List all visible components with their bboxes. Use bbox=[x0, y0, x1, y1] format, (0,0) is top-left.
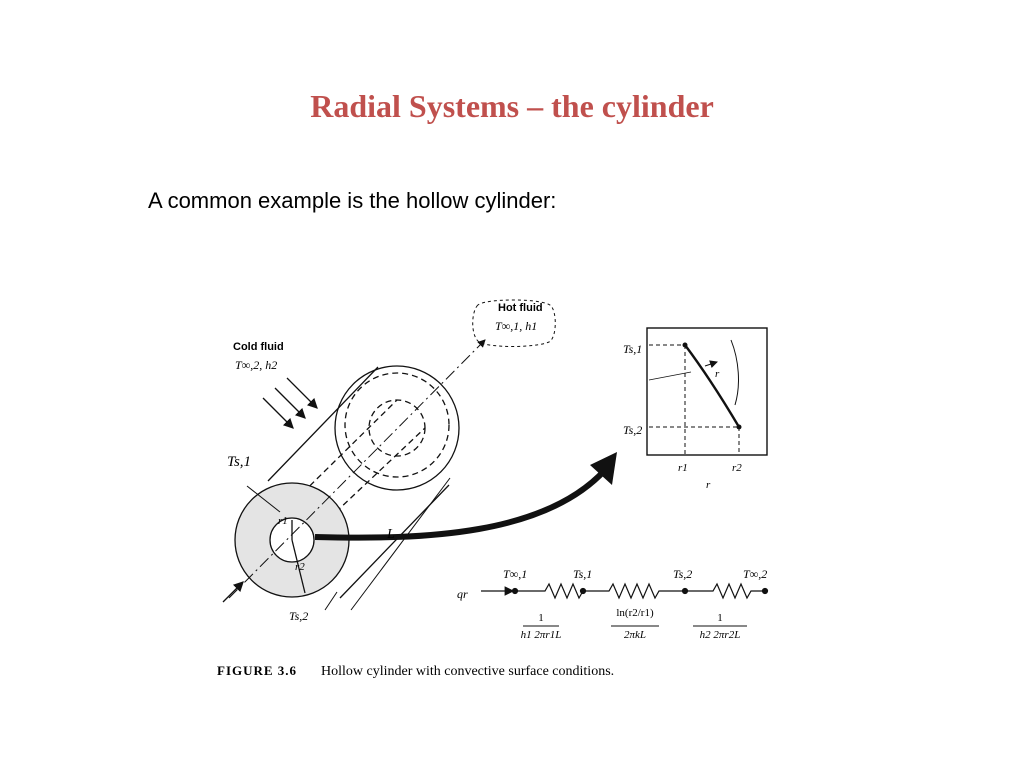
graph-label-r2: r2 bbox=[732, 462, 742, 474]
node-tinf1 bbox=[511, 587, 519, 595]
graph-frame bbox=[646, 327, 768, 456]
cold-arrow-1 bbox=[262, 397, 294, 429]
ts1-leader bbox=[246, 485, 281, 513]
graph-label-r1: r1 bbox=[678, 462, 688, 474]
profile-annotation-arc bbox=[730, 339, 739, 406]
temperature-profile-graph: Ts,1 Ts,2 r1 r2 r r bbox=[623, 327, 768, 491]
hot-fluid-label: Hot fluid bbox=[498, 302, 543, 314]
label-length: L bbox=[386, 527, 395, 542]
graph-label-r-curve: r bbox=[715, 368, 720, 380]
length-dimension bbox=[350, 477, 451, 611]
resistance-3-denominator: h2 2πr2L bbox=[700, 629, 741, 641]
hollow-cylinder bbox=[222, 339, 486, 611]
back-inner-ring bbox=[344, 372, 450, 478]
circuit-node-label-3: T∞,2 bbox=[743, 567, 767, 581]
graph-label-ts1: Ts,1 bbox=[623, 342, 642, 356]
cylinder-top-edge bbox=[267, 366, 379, 482]
circuit-node-label-1: Ts,1 bbox=[573, 567, 592, 581]
figure-caption-label: FIGURE 3.6 bbox=[217, 663, 297, 678]
resistance-1-denominator: h1 2πr1L bbox=[521, 629, 562, 641]
radius-r2-line bbox=[291, 539, 306, 594]
circuit-node-label-0: T∞,1 bbox=[503, 567, 527, 581]
graph-label-ts2: Ts,2 bbox=[623, 423, 642, 437]
thermal-circuit bbox=[481, 582, 769, 627]
profile-point-ts1 bbox=[682, 342, 688, 348]
label-r1: r1 bbox=[278, 515, 288, 527]
slide-intro-text: A common example is the hollow cylinder: bbox=[148, 188, 557, 213]
temperature-profile-curve bbox=[684, 344, 741, 428]
curved-arrow-to-graph bbox=[314, 467, 608, 541]
figure-svg: Cold fluid T∞,2, h2 Hot fluid T∞,1, h1 T… bbox=[217, 299, 769, 679]
cold-arrow-2 bbox=[274, 387, 306, 419]
node-tinf2 bbox=[761, 587, 769, 595]
cylinder-back-end bbox=[334, 365, 460, 491]
resistor-conduction bbox=[583, 582, 685, 600]
cold-fluid-label: Cold fluid bbox=[233, 341, 284, 353]
node-ts1 bbox=[579, 587, 587, 595]
cylinder-axis bbox=[228, 339, 486, 599]
label-r2: r2 bbox=[295, 561, 305, 573]
label-ts2: Ts,2 bbox=[289, 609, 308, 623]
profile-r-leader bbox=[648, 371, 692, 381]
resistance-2-denominator: 2πkL bbox=[624, 629, 646, 641]
hot-fluid-cloud bbox=[472, 299, 556, 347]
circuit-node-label-2: Ts,2 bbox=[673, 567, 692, 581]
resistor-convection-2 bbox=[685, 582, 765, 600]
resistance-1-numerator: 1 bbox=[538, 612, 544, 624]
flow-arrow-lower bbox=[222, 581, 244, 603]
profile-point-ts2 bbox=[736, 424, 742, 430]
curved-arrow-head bbox=[590, 452, 617, 485]
resistance-3-numerator: 1 bbox=[717, 612, 723, 624]
node-ts2 bbox=[681, 587, 689, 595]
cold-arrow-3 bbox=[286, 377, 318, 409]
ts2-leader bbox=[324, 591, 338, 611]
resistance-2-numerator: ln(r2/r1) bbox=[616, 607, 654, 619]
figure-hollow-cylinder: Cold fluid T∞,2, h2 Hot fluid T∞,1, h1 T… bbox=[165, 280, 830, 720]
label-heat-rate: qr bbox=[457, 587, 468, 601]
slide-title: Radial Systems – the cylinder bbox=[310, 88, 714, 124]
hot-fluid-vars: T∞,1, h1 bbox=[495, 319, 537, 333]
graph-axis-label: r bbox=[706, 479, 711, 491]
label-ts1: Ts,1 bbox=[227, 454, 251, 470]
resistor-convection-1 bbox=[513, 582, 584, 600]
figure-caption-text: Hollow cylinder with convective surface … bbox=[321, 664, 614, 679]
profile-r-arrow bbox=[704, 360, 718, 369]
cold-fluid-vars: T∞,2, h2 bbox=[235, 358, 277, 372]
